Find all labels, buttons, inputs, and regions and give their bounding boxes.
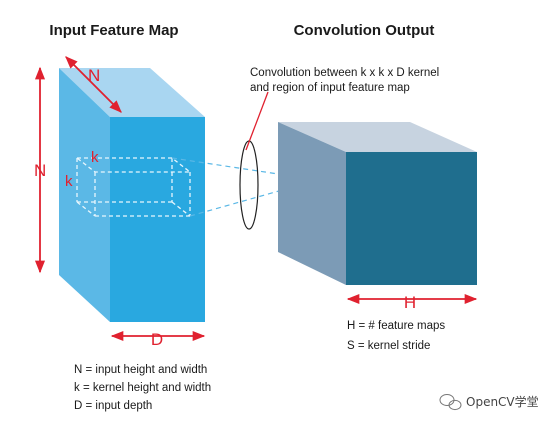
callout-line-1: Convolution between k x k x D kernel [250, 67, 439, 79]
n-left-label: N [34, 161, 46, 180]
output-box-top [278, 122, 477, 152]
watermark: OpenCV学堂 [439, 394, 539, 411]
input-title: Input Feature Map [49, 22, 178, 39]
legend-right-line-1: H = # feature maps [347, 320, 445, 332]
output-box-side [278, 122, 346, 285]
n-top-arrow [65, 56, 122, 113]
convolution-output-box [278, 122, 477, 285]
legend-left-line-1: N = input height and width [74, 364, 207, 376]
wechat-icon [439, 394, 462, 411]
legend-left-line-2: k = kernel height and width [74, 382, 211, 394]
input-feature-map [59, 68, 205, 322]
dimension-arrows [34, 56, 478, 342]
output-title: Convolution Output [294, 22, 435, 39]
h-label: H [404, 293, 416, 312]
kernel-k-top-label: k [91, 149, 99, 166]
callout-line-2: and region of input feature map [250, 82, 410, 94]
convolution-lens [239, 140, 259, 230]
n-top-label: N [88, 66, 100, 85]
watermark-text: OpenCV学堂 [466, 394, 539, 409]
d-label: D [151, 330, 163, 349]
input-box-side [59, 68, 110, 322]
input-box-front [110, 117, 205, 322]
legend-right-line-2: S = kernel stride [347, 340, 430, 352]
legend-left-line-3: D = input depth [74, 400, 152, 412]
legend-left: N = input height and width k = kernel he… [74, 364, 211, 412]
output-box-front [346, 152, 477, 285]
callout-pointer [245, 91, 269, 151]
kernel-k-left-label: k [65, 173, 73, 190]
kernel-region [75, 157, 192, 217]
legend-right: H = # feature maps S = kernel stride [347, 320, 445, 352]
